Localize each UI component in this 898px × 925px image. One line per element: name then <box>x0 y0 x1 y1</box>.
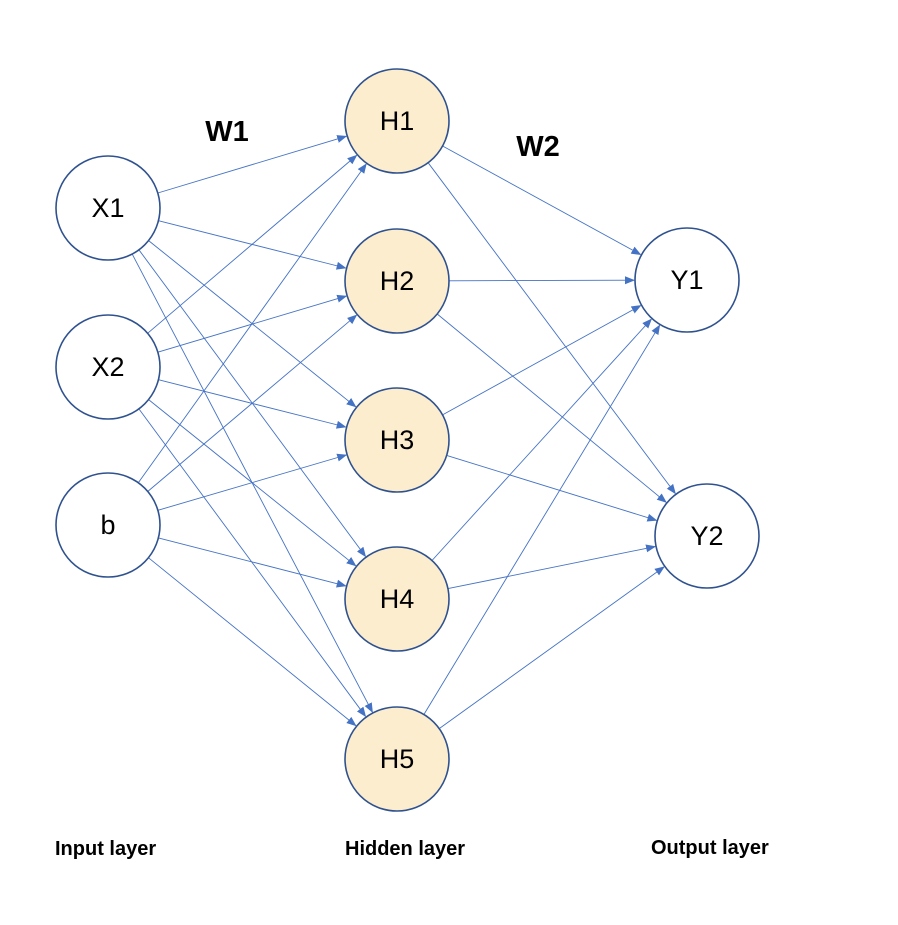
hidden-node-h5: H5 <box>344 706 450 812</box>
edge-h4-to-y2 <box>447 544 657 590</box>
hidden-node-h4-circle <box>344 546 450 652</box>
edge-h3-to-y2 <box>446 454 658 522</box>
weight-label-w1: W1 <box>205 116 249 148</box>
input-node-bias: b <box>55 472 161 578</box>
hidden-node-h3-circle <box>344 387 450 493</box>
hidden-node-h5-label: H5 <box>380 744 415 774</box>
hidden-node-h2-label: H2 <box>380 266 415 296</box>
hidden-node-h3: H3 <box>344 387 450 493</box>
edge-h4-to-y1 <box>431 318 652 561</box>
input-node-x1: X1 <box>55 155 161 261</box>
hidden-node-h1-label: H1 <box>380 106 415 136</box>
edge-b-to-h4 <box>158 537 347 588</box>
output-node-y2-label: Y2 <box>690 521 723 551</box>
layer-caption-input: Input layer <box>55 838 156 860</box>
weight-label-w2: W2 <box>516 131 560 163</box>
edge-h5-to-y1 <box>423 324 661 715</box>
edge-x2-to-h5 <box>138 408 367 718</box>
edge-b-to-h1 <box>137 163 367 483</box>
hidden-node-h5-circle <box>344 706 450 812</box>
input-node-x2-label: X2 <box>91 352 124 382</box>
edge-x2-to-h1 <box>147 154 358 334</box>
layer-caption-output: Output layer <box>651 837 769 859</box>
input-node-x2-circle <box>55 314 161 420</box>
input-node-x1-circle <box>55 155 161 261</box>
layer-caption-hidden: Hidden layer <box>345 838 465 860</box>
connection-edges <box>131 135 676 729</box>
edge-b-to-h3 <box>157 453 348 511</box>
edge-x1-to-h1 <box>157 135 348 194</box>
output-node-y2-circle <box>654 483 760 589</box>
hidden-node-h1-circle <box>344 68 450 174</box>
hidden-node-h4-label: H4 <box>380 584 415 614</box>
hidden-node-h4: H4 <box>344 546 450 652</box>
input-node-bias-label: b <box>100 510 115 540</box>
input-node-x2: X2 <box>55 314 161 420</box>
edge-h2-to-y2 <box>436 313 667 503</box>
hidden-node-h1: H1 <box>344 68 450 174</box>
input-node-bias-circle <box>55 472 161 578</box>
edge-h2-to-y1 <box>448 276 635 285</box>
network-nodes: X1 X2 b H1 H2 H3 H4 H5 <box>55 68 760 812</box>
output-node-y1-circle <box>634 227 740 333</box>
hidden-node-h2: H2 <box>344 228 450 334</box>
hidden-node-h2-circle <box>344 228 450 334</box>
edge-h3-to-y1 <box>442 305 642 416</box>
edge-h1-to-y1 <box>442 145 642 255</box>
edge-b-to-h2 <box>147 314 358 492</box>
edge-h1-to-y2 <box>427 162 676 495</box>
input-node-x1-label: X1 <box>91 193 124 223</box>
output-node-y1-label: Y1 <box>670 265 703 295</box>
output-node-y2: Y2 <box>654 483 760 589</box>
edge-b-to-h5 <box>148 557 357 727</box>
edge-h5-to-y2 <box>438 566 665 729</box>
output-node-y1: Y1 <box>634 227 740 333</box>
hidden-node-h3-label: H3 <box>380 425 415 455</box>
